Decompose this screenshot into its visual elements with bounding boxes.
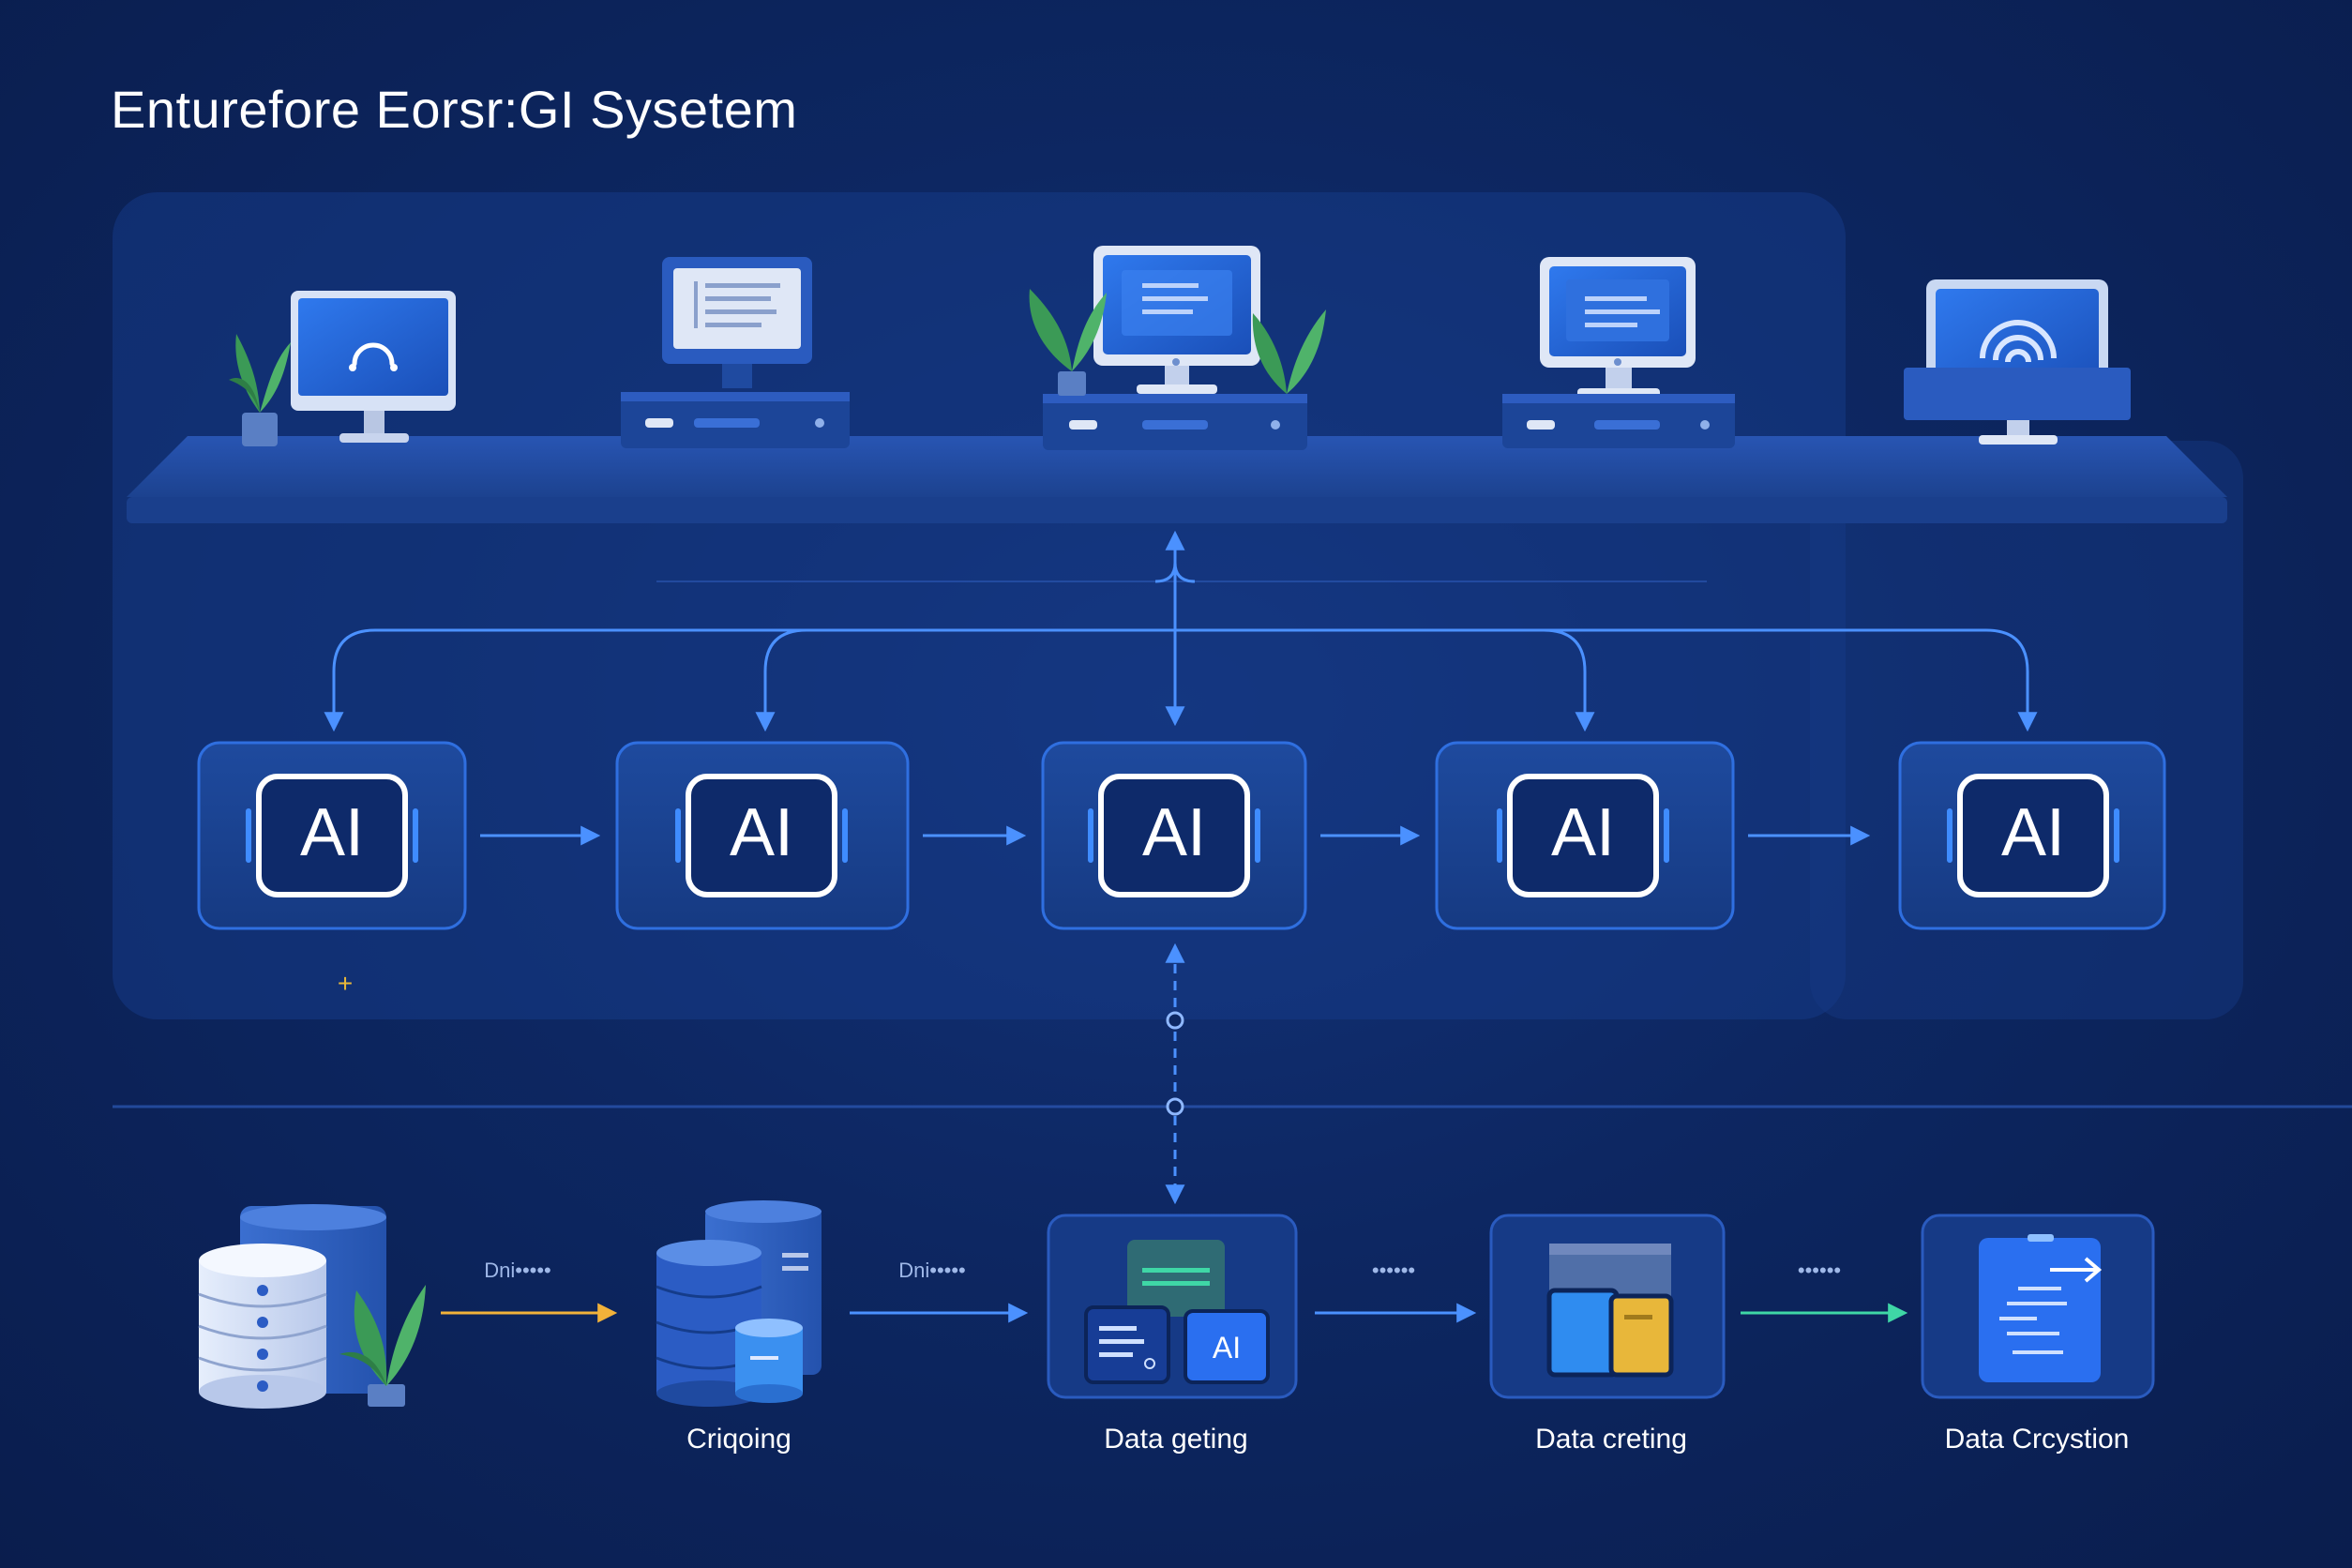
ai-node-label: AI — [300, 795, 364, 870]
monitor-refresh-icon — [229, 291, 456, 446]
desktop-server-icon — [621, 257, 850, 448]
stage-label: Data creting — [1535, 1424, 1687, 1455]
document-icon — [1921, 1214, 2155, 1399]
wifi-monitor-icon — [1904, 279, 2131, 445]
stage-label: Criqoing — [686, 1424, 792, 1455]
ai-node[interactable]: AI — [1041, 741, 1307, 930]
connector-label: •••••• — [1372, 1259, 1415, 1282]
database-cluster-icon — [656, 1200, 822, 1407]
plus-mark: + — [338, 969, 353, 998]
top-panel — [113, 192, 1846, 1019]
desktop-server-icon — [1502, 257, 1735, 448]
ai-node[interactable]: AI — [197, 741, 467, 930]
ai-node-label: AI — [2001, 795, 2065, 870]
ai-node[interactable]: AI — [1435, 741, 1735, 930]
device-shelf — [127, 436, 2227, 523]
right-panel-extension — [1810, 441, 2243, 1019]
ai-node[interactable]: AI — [615, 741, 910, 930]
database-stack-icon — [198, 1204, 426, 1409]
connector-label: •••••• — [1798, 1259, 1841, 1282]
dashboard-cards-icon: AI — [1047, 1214, 1298, 1399]
center-dashed-connector — [1165, 942, 1185, 1205]
ai-badge: AI — [1213, 1331, 1241, 1364]
ai-node[interactable]: AI — [1898, 741, 2166, 930]
stage-label: Data Crcystion — [1945, 1424, 2130, 1455]
folder-cards-icon — [1489, 1214, 1726, 1399]
ai-node-label: AI — [1551, 795, 1615, 870]
stage-label: Data geting — [1104, 1424, 1247, 1455]
connector-label: Dni••••• — [484, 1259, 551, 1282]
shelf-to-ai-connectors — [324, 530, 2038, 732]
ai-node-label: AI — [1142, 795, 1206, 870]
ai-node-label: AI — [730, 795, 793, 870]
connector-label: Dni••••• — [898, 1259, 966, 1282]
page-title: Enturefore Eorsr:GI Sysetem — [111, 80, 798, 139]
desktop-server-icon — [1029, 246, 1326, 450]
